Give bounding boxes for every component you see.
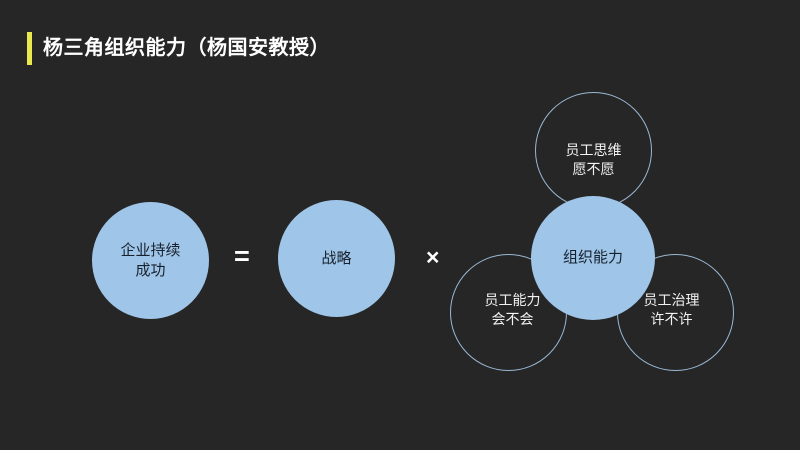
- node-success-line1: 企业持续: [120, 242, 181, 259]
- node-org-capability[interactable]: 组织能力: [531, 196, 655, 320]
- equals-operator: =: [234, 241, 250, 271]
- page-title: 杨三角组织能力（杨国安教授）: [27, 31, 330, 65]
- times-operator: ×: [426, 244, 440, 270]
- node-strategy-line1: 战略: [321, 249, 352, 267]
- page-title-text: 杨三角组织能力（杨国安教授）: [43, 37, 330, 59]
- node-employee-ability-label: 员工能力 会不会: [485, 291, 541, 327]
- node-success[interactable]: 企业持续 成功: [92, 202, 209, 319]
- node-employee-ability-line2: 会不会: [491, 310, 534, 327]
- node-success-label: 企业持续 成功: [120, 241, 180, 280]
- node-org-capability-line1: 组织能力: [562, 249, 623, 267]
- node-employee-mindset-label: 员工思维 愿不愿: [566, 141, 622, 177]
- node-employee-ability[interactable]: 员工能力 会不会: [450, 254, 567, 371]
- node-employee-governance-line2: 许不许: [650, 310, 693, 327]
- node-employee-mindset[interactable]: 员工思维 愿不愿: [535, 92, 652, 209]
- node-employee-governance-label: 员工治理 许不许: [644, 291, 700, 327]
- node-strategy-label: 战略: [321, 249, 351, 269]
- title-accent-bar: [27, 31, 32, 65]
- node-employee-mindset-line1: 员工思维: [565, 142, 622, 159]
- node-employee-governance-line1: 员工治理: [643, 292, 700, 309]
- node-org-capability-label: 组织能力: [563, 248, 623, 268]
- node-success-line2: 成功: [135, 261, 166, 279]
- node-strategy[interactable]: 战略: [278, 200, 395, 317]
- node-employee-mindset-line2: 愿不愿: [572, 160, 615, 177]
- node-employee-ability-line1: 员工能力: [484, 292, 541, 309]
